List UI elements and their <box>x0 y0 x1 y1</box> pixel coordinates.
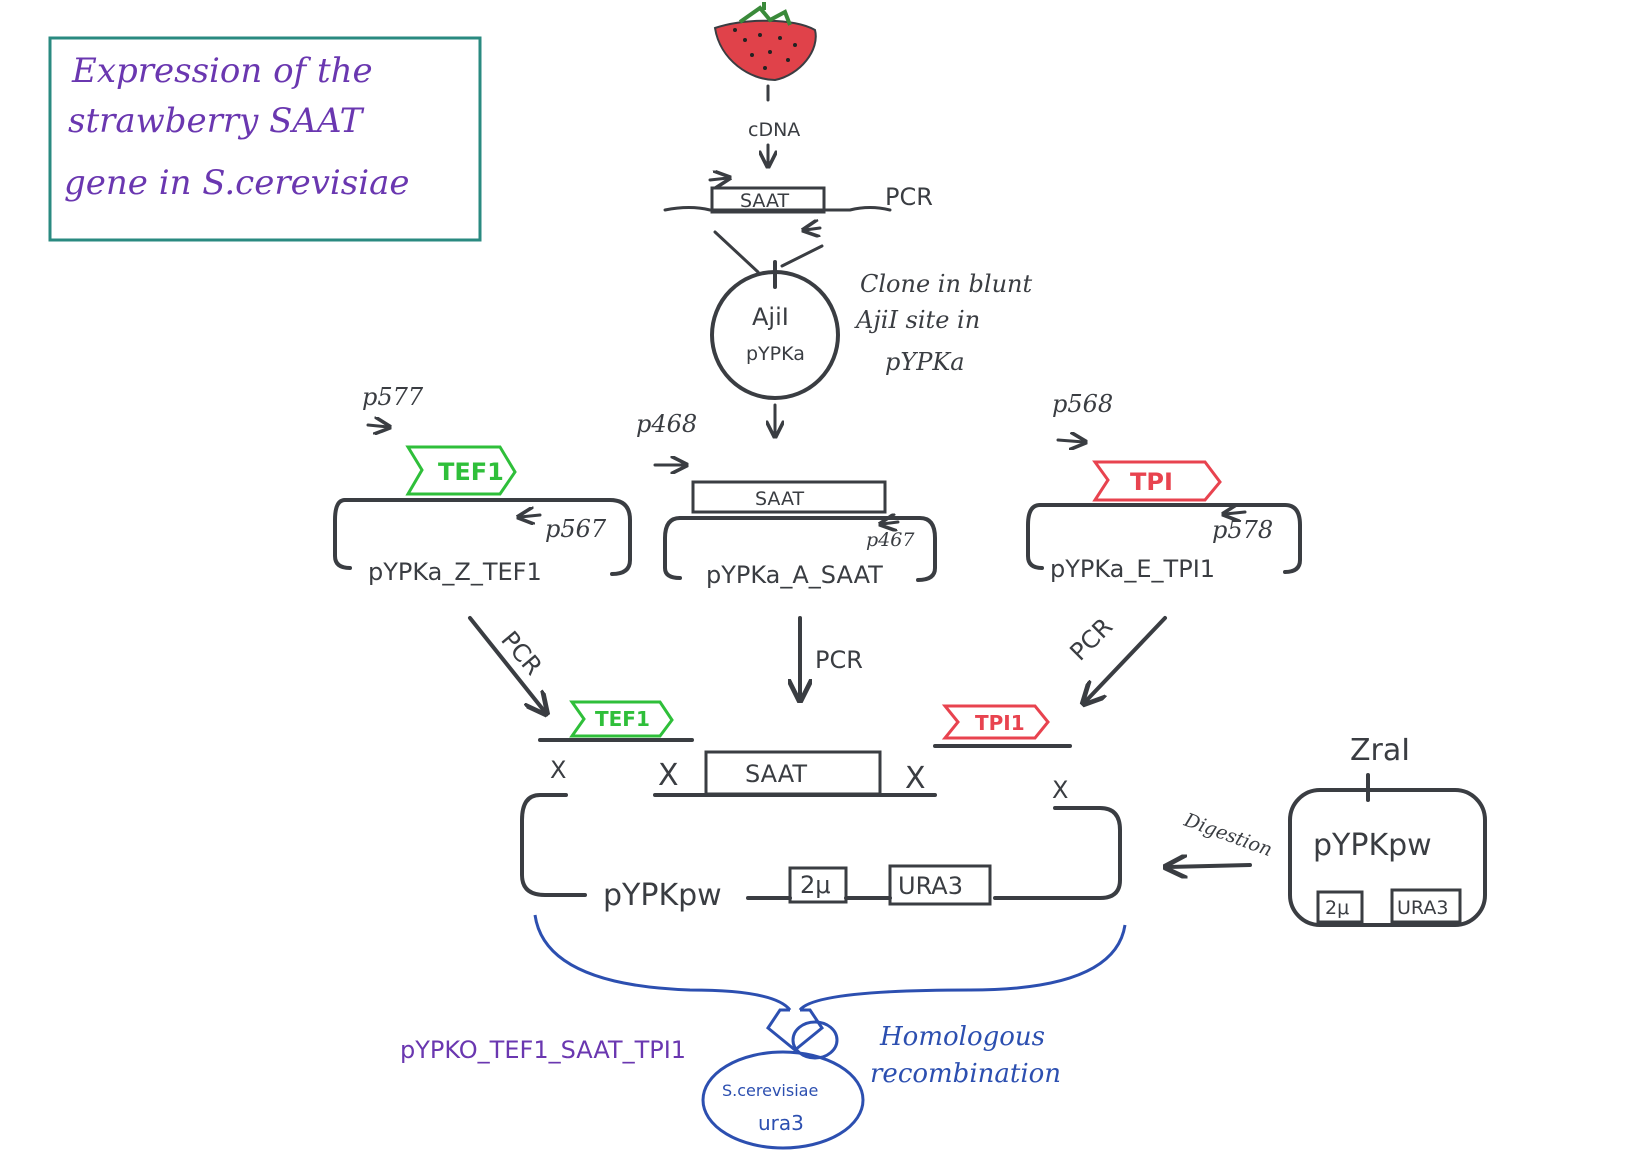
plasmid-left: p577 TEF1 p567 pYPKa_Z_TEF1 <box>333 383 632 586</box>
tpi-label-right: TPI <box>1130 468 1173 496</box>
digestion-label: Digestion <box>1180 809 1275 861</box>
pypkpw-label: pYPKpw <box>603 878 722 913</box>
pcr-label-right: PCR <box>1064 613 1118 667</box>
title-box: Expression of the strawberry SAAT gene i… <box>48 36 482 242</box>
primer-p577: p577 <box>362 383 424 411</box>
tpi1-label-assembly: TPI1 <box>975 711 1025 735</box>
saat-label-top: SAAT <box>740 190 789 212</box>
tef1-label-left: TEF1 <box>438 458 504 486</box>
product-label: pYPKO_TEF1_SAAT_TPI1 <box>400 1036 686 1064</box>
pypka-vector: AjiI pYPKa <box>710 260 840 400</box>
hr-line-2: recombination <box>870 1059 1061 1089</box>
cross-4: X <box>1052 776 1068 804</box>
tef1-label-assembly: TEF1 <box>595 707 650 731</box>
primer-p567: p567 <box>545 515 607 543</box>
yeast-cell-icon: S.cerevisiae ura3 <box>701 1020 865 1150</box>
saat-label-assembly: SAAT <box>745 760 807 788</box>
cross-1: X <box>550 756 566 784</box>
primer-p467: p467 <box>866 529 915 551</box>
digest-plasmid-name: pYPKpw <box>1313 828 1432 863</box>
plasmid-middle: p468 SAAT p467 pYPKa_A_SAAT <box>636 410 937 589</box>
pcr-label-left: PCR <box>495 626 547 681</box>
saat-label-middle: SAAT <box>755 488 804 510</box>
plasmid-right: p568 TPI p578 pYPKa_E_TPI1 <box>1026 390 1302 583</box>
digest-marker-2u: 2μ <box>1325 897 1349 919</box>
plasmid-right-name: pYPKa_E_TPI1 <box>1050 555 1215 583</box>
primer-p468: p468 <box>636 410 697 438</box>
marker-ura3: URA3 <box>898 872 963 900</box>
ajii-site-label: AjiI <box>752 303 789 331</box>
primer-p578: p578 <box>1212 516 1273 544</box>
cell-line-2: ura3 <box>758 1111 804 1135</box>
cell-line-1: S.cerevisiae <box>722 1081 818 1100</box>
clone-note: Clone in blunt AjiI site in pYPKa <box>854 270 1032 376</box>
digest-marker-ura3: URA3 <box>1397 897 1448 919</box>
pypkpw-backbone: pYPKpw 2μ URA3 <box>520 793 1122 913</box>
cdna-label: cDNA <box>748 119 800 141</box>
marker-2u: 2μ <box>800 871 831 899</box>
plasmid-left-name: pYPKa_Z_TEF1 <box>368 558 542 586</box>
svg-text:pYPKa: pYPKa <box>885 348 965 376</box>
primer-p568: p568 <box>1052 390 1113 418</box>
hr-line-1: Homologous <box>879 1022 1045 1052</box>
svg-text:AjiI site in: AjiI site in <box>854 306 980 334</box>
strawberry-icon <box>713 2 817 82</box>
digest-plasmid: ZraI pYPKpw 2μ URA3 <box>1288 733 1487 927</box>
pypka-vector-label: pYPKa <box>746 343 805 365</box>
pcr-label-middle: PCR <box>815 646 863 674</box>
cross-3: X <box>905 761 926 796</box>
plasmid-middle-name: pYPKa_A_SAAT <box>706 561 883 589</box>
saat-pcr-product: SAAT <box>663 178 892 230</box>
title-line-1: Expression of the <box>71 51 373 91</box>
pcr-label-top: PCR <box>885 183 933 211</box>
zrai-label: ZraI <box>1350 733 1410 768</box>
assembly-fragments: TEF1 SAAT TPI1 X X X X <box>538 700 1072 804</box>
svg-text:Clone in blunt: Clone in blunt <box>860 270 1032 298</box>
cross-2: X <box>658 758 679 793</box>
title-line-2: strawberry SAAT <box>68 101 365 141</box>
title-line-3: gene in S.cerevisiae <box>64 163 410 203</box>
